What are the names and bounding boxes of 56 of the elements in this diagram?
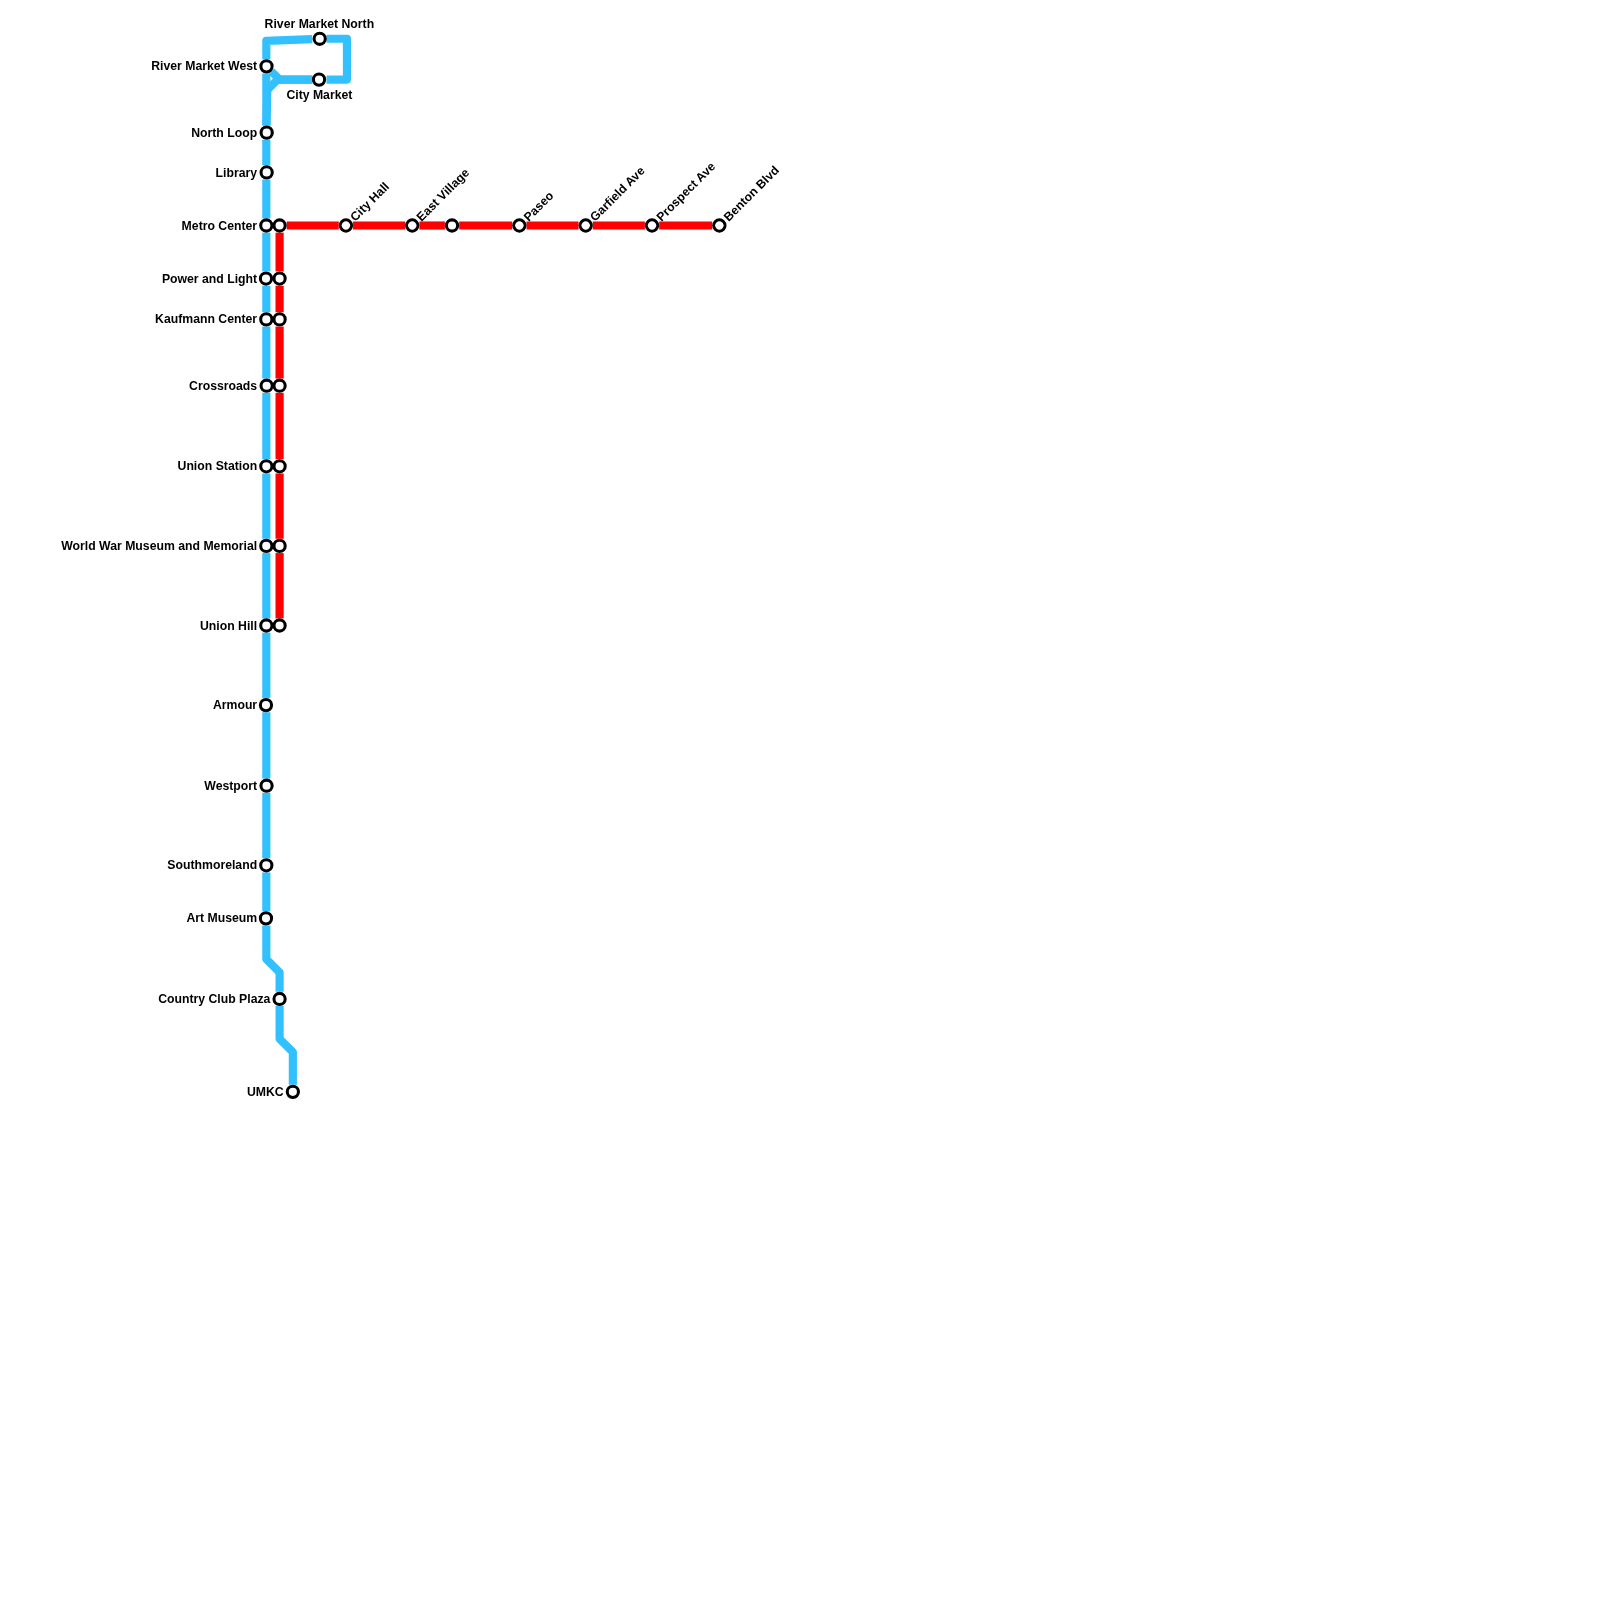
station-marker [272, 378, 287, 393]
rail-line [262, 232, 271, 272]
rail-line [459, 221, 513, 230]
station-label: World War Museum and Memorial [61, 538, 258, 554]
rail-line [262, 872, 271, 912]
rail-line [262, 34, 313, 60]
rail-line [262, 553, 271, 619]
rail-line [262, 73, 271, 126]
rail-line [275, 473, 284, 539]
station-label: Armour [212, 697, 258, 713]
station-label: Crossroads [189, 378, 258, 393]
rail-line [262, 75, 313, 126]
rail-line [326, 34, 351, 84]
station-marker [272, 538, 287, 554]
rail-line [262, 712, 271, 779]
rail-line [262, 473, 271, 539]
station-label: Metro Center [181, 218, 258, 233]
station-label: Southmoreland [167, 858, 258, 873]
station-label: North Loop [191, 125, 258, 140]
rail-line [262, 792, 271, 859]
rail-line [275, 232, 284, 272]
rail-line [262, 139, 271, 166]
rail-line [262, 179, 271, 219]
station-label: Union Hill [200, 618, 258, 633]
rail-line [275, 392, 284, 460]
rail-line [262, 925, 284, 992]
station-marker [272, 618, 287, 633]
rail-line [275, 1006, 297, 1085]
rail-line [275, 326, 284, 379]
station-label: City Market [286, 87, 353, 103]
station-label: Westport [204, 778, 258, 793]
station-label: Union Station [177, 459, 258, 474]
rail-line [419, 221, 445, 230]
rail-line [262, 326, 271, 379]
rail-line [275, 285, 284, 313]
station-marker [272, 271, 287, 286]
station-label: Power and Light [161, 271, 258, 286]
station-label: River Market North [264, 16, 375, 31]
station-label: UMKC [246, 1084, 284, 1099]
rail-line [275, 553, 284, 619]
station-label: Kaufmann Center [155, 312, 258, 327]
station-label: Library [215, 165, 258, 180]
station-marker [444, 218, 460, 233]
rail-line [262, 392, 271, 460]
station-marker [272, 459, 287, 474]
station-label: River Market West [151, 59, 258, 74]
station-label: Country Club Plaza [158, 991, 271, 1007]
rail-line [262, 632, 271, 698]
rail-line [659, 221, 713, 230]
station-marker [272, 312, 287, 327]
rail-line [526, 221, 579, 230]
rail-line [353, 221, 406, 230]
station-label: Art Museum [186, 911, 258, 926]
station-marker [272, 218, 287, 233]
rail-line [262, 285, 271, 313]
rail-line [592, 221, 645, 230]
